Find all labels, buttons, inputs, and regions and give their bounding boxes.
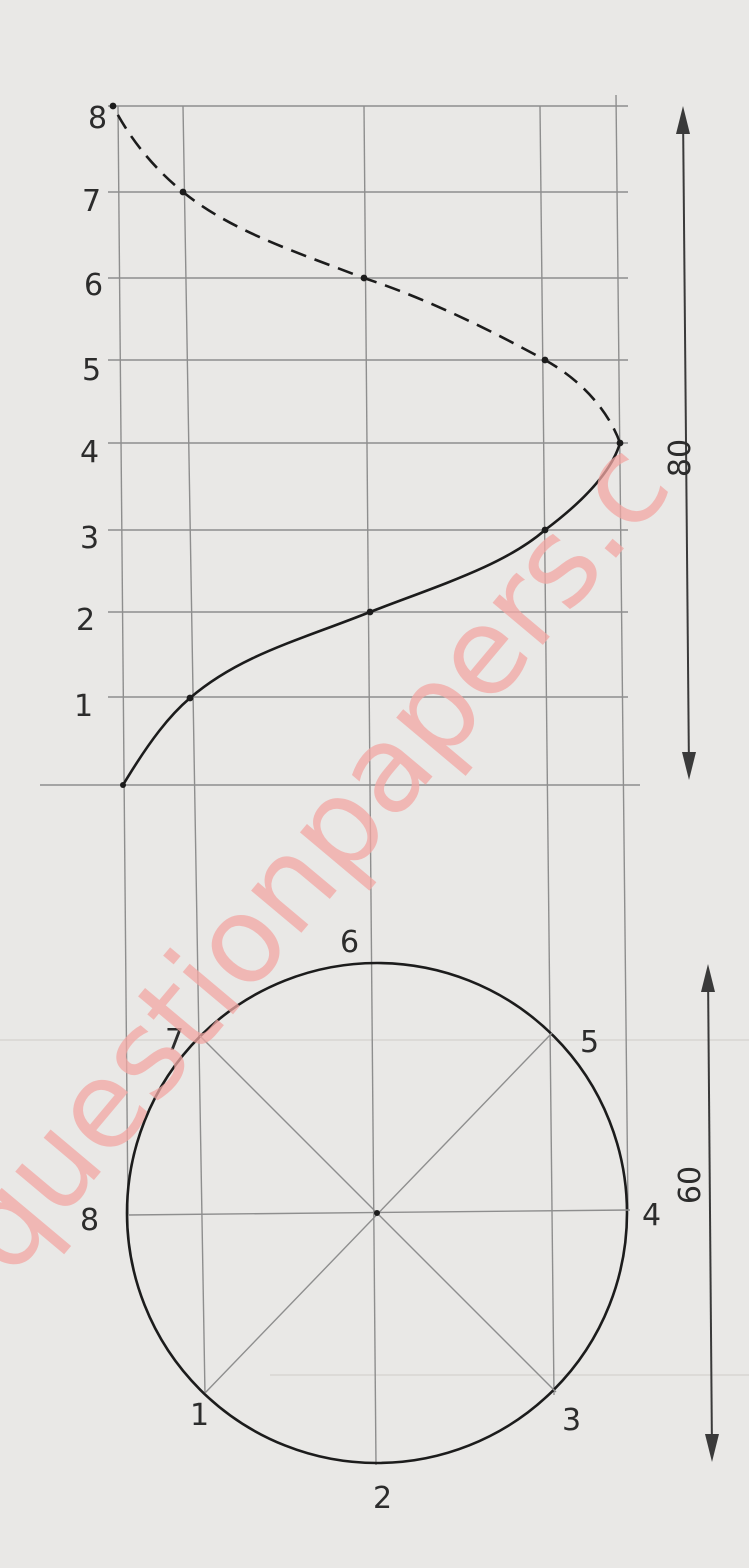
- level-label-8: 8: [88, 101, 107, 136]
- plan-label-8: 8: [80, 1203, 99, 1238]
- dimension-80: 80: [663, 106, 698, 780]
- arrow-head-down: [705, 1434, 719, 1462]
- plan-label-1: 1: [190, 1398, 209, 1433]
- dimension-60: 60: [673, 964, 719, 1462]
- curve-points: [109, 102, 624, 788]
- arrow-head-up: [701, 964, 715, 992]
- level-label-2: 2: [76, 603, 95, 638]
- plan-view: 1 2 3 4 5 6 7 8: [80, 925, 661, 1516]
- curve-point: [120, 782, 126, 788]
- level-label-4: 4: [80, 435, 99, 470]
- curve-point: [541, 356, 549, 364]
- curve-point: [179, 188, 187, 196]
- elevation-grid: [40, 94, 640, 1466]
- plan-label-4: 4: [642, 1198, 661, 1233]
- dimension-line: [707, 971, 713, 1453]
- curve-point: [541, 526, 549, 534]
- projector-line: [117, 105, 129, 1216]
- curve-point: [360, 274, 368, 282]
- plan-label-3: 3: [562, 1403, 581, 1438]
- plan-label-5: 5: [580, 1025, 599, 1060]
- projector-line: [182, 105, 206, 1396]
- projector-line: [363, 105, 377, 1466]
- level-label-6: 6: [84, 268, 103, 303]
- curve-point: [366, 608, 374, 616]
- plan-circle: [125, 961, 629, 1465]
- curve-point: [616, 439, 624, 447]
- level-label-5: 5: [82, 353, 101, 388]
- level-label-7: 7: [82, 184, 101, 219]
- dimension-line: [682, 111, 690, 773]
- plan-label-6: 6: [340, 925, 359, 960]
- dimension-label-60: 60: [673, 1166, 708, 1204]
- level-label-1: 1: [74, 689, 93, 724]
- projector-line: [539, 105, 555, 1396]
- elevation-labels: 8 7 6 5 4 3 2 1: [74, 101, 107, 724]
- centre-point: [374, 1210, 380, 1216]
- arrow-head-down: [682, 752, 696, 780]
- curve-point: [186, 694, 194, 702]
- projector-line: [615, 94, 629, 1211]
- dimension-label-80: 80: [663, 439, 698, 477]
- arrow-head-up: [676, 106, 690, 134]
- level-label-3: 3: [80, 521, 99, 556]
- curve-point: [109, 102, 117, 110]
- plan-label-7: 7: [165, 1023, 184, 1058]
- plan-label-2: 2: [373, 1481, 392, 1516]
